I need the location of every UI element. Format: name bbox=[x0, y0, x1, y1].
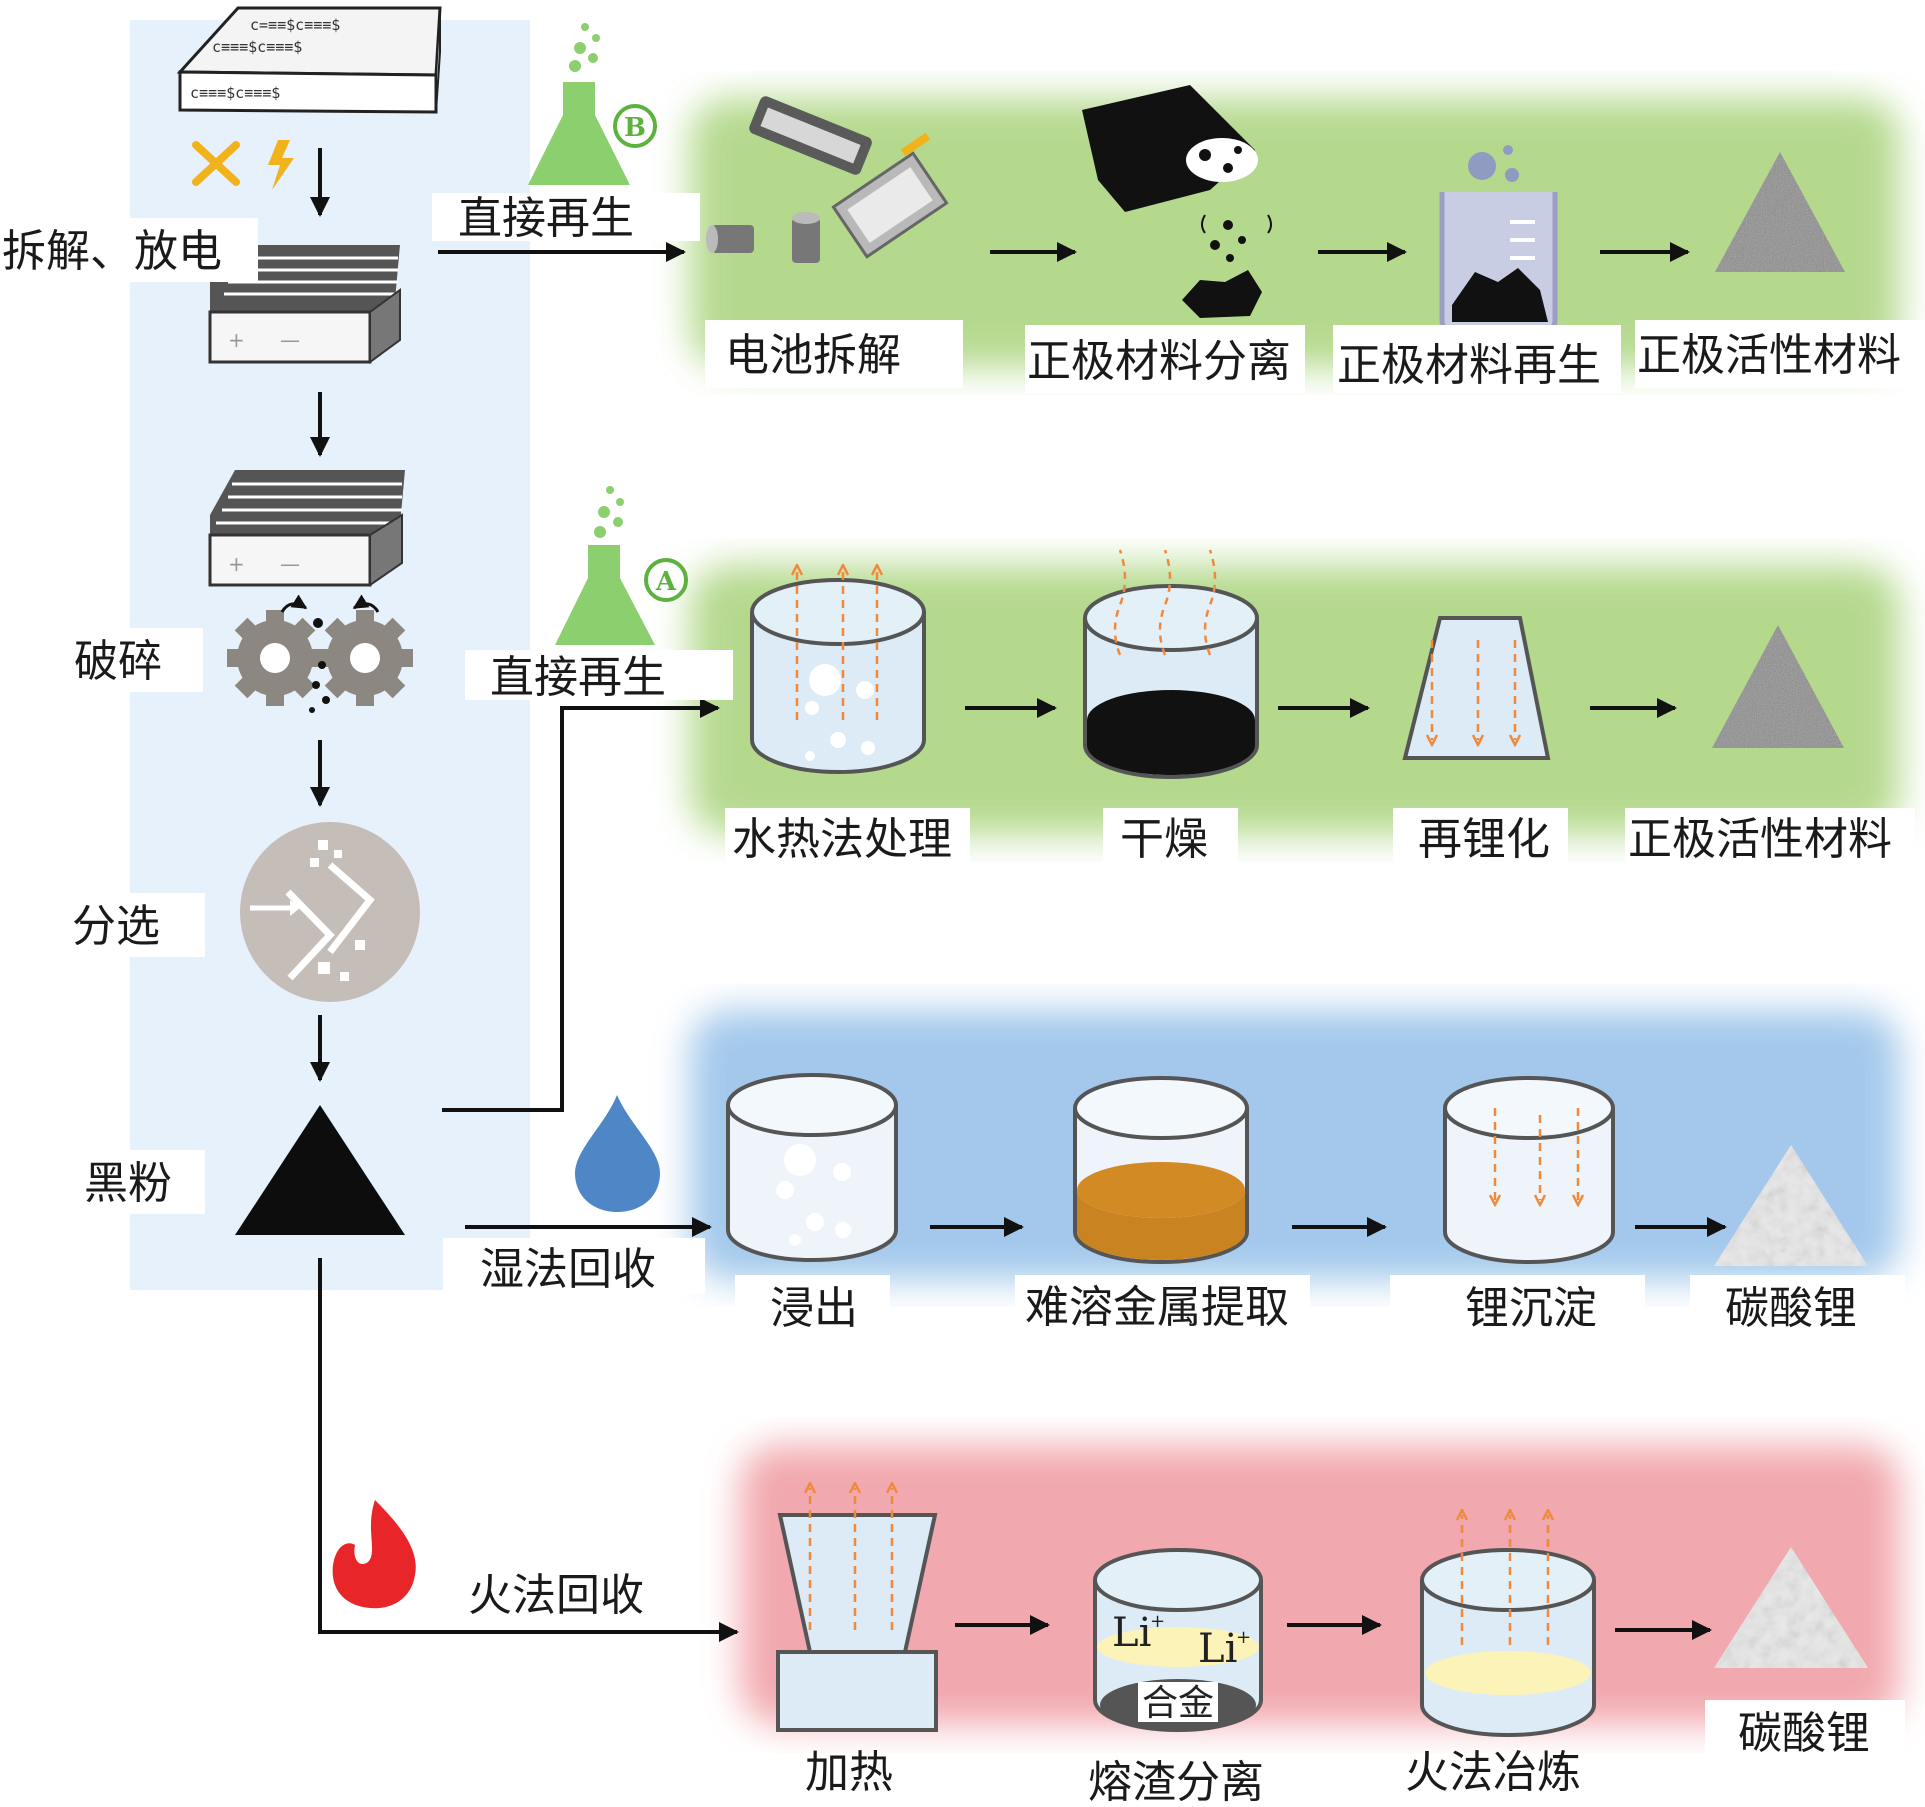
step-label-b-3: 正极材料再生 bbox=[1337, 340, 1601, 391]
step-label-a-2: 干燥 bbox=[1120, 814, 1208, 865]
label-box bbox=[705, 320, 963, 388]
step-label-crush: 破碎 bbox=[74, 636, 162, 687]
regeneration-beaker-icon bbox=[1439, 145, 1558, 333]
step-label-h-1: 浸出 bbox=[770, 1283, 858, 1334]
label-box bbox=[1705, 1700, 1905, 1762]
label-box bbox=[465, 650, 733, 700]
lithium-precipitation-vessel-icon bbox=[1443, 1076, 1615, 1264]
pyro-band bbox=[740, 1445, 1900, 1725]
flame-icon bbox=[332, 1500, 416, 1609]
lightning-icon bbox=[268, 140, 294, 190]
svg-text:+: + bbox=[228, 552, 245, 576]
step-label-p-3: 火法冶炼 bbox=[1405, 1747, 1581, 1798]
step-label-black-powder: 黑粉 bbox=[84, 1158, 172, 1209]
step-label-p-2: 熔渣分离 bbox=[1088, 1757, 1264, 1807]
step-label-b-4: 正极活性材料 bbox=[1637, 330, 1901, 381]
label-box bbox=[1103, 808, 1238, 870]
label-box bbox=[1333, 325, 1621, 393]
route-label-direct-b: 直接再生 bbox=[458, 193, 634, 244]
tools-icon bbox=[192, 141, 240, 186]
label-box bbox=[725, 808, 970, 870]
label-box bbox=[1393, 808, 1568, 870]
hydrothermal-vessel-icon bbox=[750, 570, 926, 774]
cathode-separation-icon bbox=[1082, 85, 1272, 318]
arrow-to-direct-a bbox=[442, 698, 720, 1112]
slag-separation-vessel-icon: Li + Li + 合金 bbox=[1093, 1548, 1263, 1732]
leaching-vessel-icon bbox=[726, 1073, 898, 1262]
svg-text:—: — bbox=[280, 552, 300, 576]
svg-text:c≡≡≡$c≡≡≡$: c≡≡≡$c≡≡≡$ bbox=[190, 84, 280, 102]
flask-b-icon: B bbox=[528, 23, 657, 185]
route-label-pyro: 火法回收 bbox=[468, 1570, 644, 1621]
step-label-h-3: 锂沉淀 bbox=[1465, 1283, 1597, 1334]
relithiation-icon bbox=[1402, 616, 1551, 760]
svg-text:—: — bbox=[280, 328, 300, 352]
step-label-a-4: 正极活性材料 bbox=[1628, 814, 1892, 865]
label-box bbox=[1635, 320, 1925, 388]
label-box bbox=[68, 628, 203, 692]
metal-extraction-vessel-icon bbox=[1073, 1076, 1249, 1264]
step-label-a-1: 水热法处理 bbox=[732, 814, 952, 865]
battery-module-icon: + — bbox=[208, 470, 405, 587]
battery-pack-icon: c=≡≡$c≡≡≡$ c≡≡≡$c≡≡≡$ c≡≡≡$c≡≡≡$ bbox=[176, 6, 442, 114]
battery-dismantle-icon bbox=[706, 96, 949, 263]
heating-furnace-icon bbox=[776, 1488, 938, 1732]
flask-b-badge: B bbox=[624, 113, 646, 143]
li-ion-label: Li bbox=[1112, 1610, 1151, 1656]
label-box bbox=[432, 193, 700, 241]
label-box bbox=[1690, 1275, 1905, 1337]
alloy-label: 合金 bbox=[1142, 1683, 1214, 1724]
step-label-dismantle: 拆解、放电 bbox=[2, 226, 222, 277]
step-label-h-2: 难溶金属提取 bbox=[1025, 1282, 1289, 1333]
step-label-sort: 分选 bbox=[72, 901, 160, 952]
step-label-b-2: 正极材料分离 bbox=[1027, 336, 1291, 387]
label-box bbox=[735, 1275, 890, 1337]
label-box bbox=[1625, 808, 1915, 870]
direct-b-band bbox=[690, 98, 1900, 368]
label-box bbox=[1390, 1275, 1645, 1337]
route-label-hydro: 湿法回收 bbox=[480, 1244, 656, 1295]
li-ion-label: Li bbox=[1198, 1626, 1237, 1672]
svg-text:c≡≡≡$c≡≡≡$: c≡≡≡$c≡≡≡$ bbox=[212, 38, 302, 56]
step-label-p-1: 加热 bbox=[805, 1747, 893, 1798]
svg-text:+: + bbox=[228, 328, 245, 352]
label-box bbox=[443, 1238, 705, 1294]
sorting-icon bbox=[240, 822, 420, 1002]
step-label-p-4: 碳酸锂 bbox=[1738, 1708, 1870, 1759]
step-label-b-1: 电池拆解 bbox=[725, 330, 901, 381]
li-ion-superscript: + bbox=[1236, 1627, 1251, 1648]
direct-a-band bbox=[690, 565, 1900, 835]
smelting-vessel-icon bbox=[1420, 1515, 1596, 1737]
label-box bbox=[1025, 325, 1305, 393]
flask-a-icon: A bbox=[555, 486, 688, 645]
step-label-h-4: 碳酸锂 bbox=[1725, 1283, 1857, 1334]
label-box bbox=[65, 893, 205, 957]
arrow-to-pyro bbox=[318, 1258, 739, 1642]
drying-vessel-icon bbox=[1083, 549, 1259, 779]
li-ion-superscript: + bbox=[1150, 1611, 1165, 1632]
svg-text:c=≡≡$c≡≡≡$: c=≡≡$c≡≡≡$ bbox=[250, 16, 340, 34]
water-drop-icon bbox=[575, 1095, 660, 1212]
label-box bbox=[75, 1150, 205, 1214]
step-label-a-3: 再锂化 bbox=[1418, 814, 1550, 865]
label-box bbox=[0, 218, 258, 282]
label-box bbox=[1015, 1275, 1310, 1337]
route-label-direct-a: 直接再生 bbox=[490, 652, 666, 703]
crusher-gears-icon bbox=[227, 594, 413, 713]
flask-a-badge: A bbox=[655, 567, 677, 597]
black-powder-triangle-icon bbox=[235, 1105, 405, 1235]
